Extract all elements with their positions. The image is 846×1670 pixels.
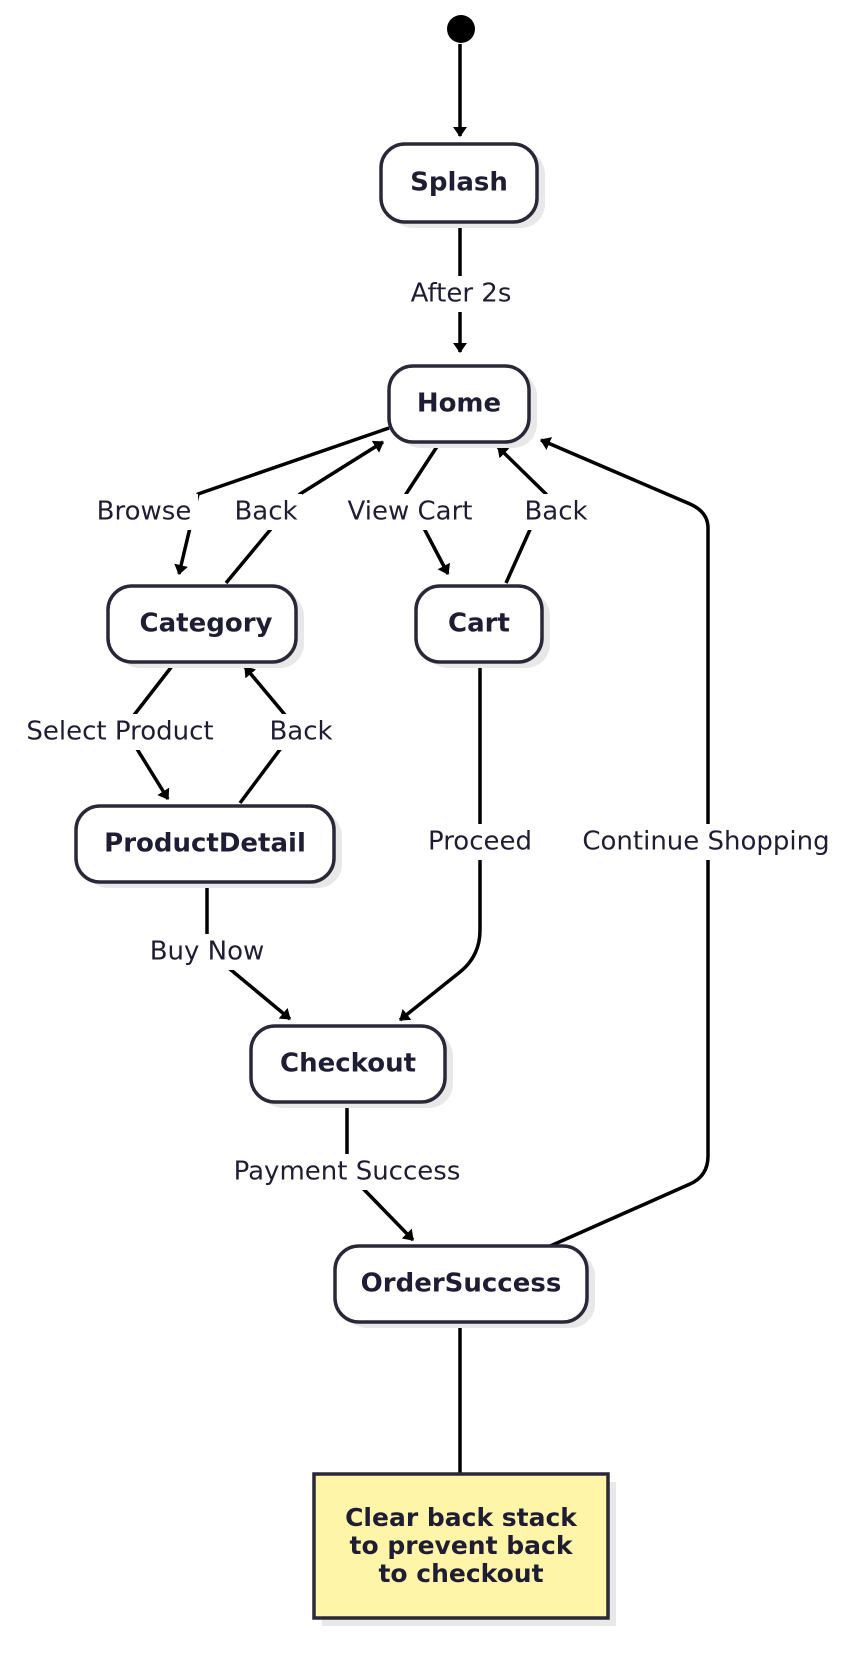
- edge-label-proceed: Proceed: [420, 824, 542, 860]
- edge-label-browse-text: Browse: [97, 497, 192, 527]
- edge-label-after-2s-text: After 2s: [411, 279, 512, 309]
- state-checkout: Checkout: [249, 1024, 453, 1108]
- state-splash: Splash: [379, 142, 545, 228]
- state-cart-label: Cart: [448, 609, 510, 639]
- edge-label-select-product: Select Product: [14, 714, 228, 750]
- state-cart: Cart: [414, 584, 550, 668]
- edge-label-browse: Browse: [90, 494, 198, 530]
- edge-label-buy-now: Buy Now: [144, 934, 270, 970]
- edge-label-continue-shopping-text: Continue Shopping: [582, 827, 829, 857]
- state-checkout-label: Checkout: [280, 1049, 416, 1079]
- edge-label-select-product-text: Select Product: [26, 717, 213, 747]
- edge-label-payment-success-text: Payment Success: [234, 1157, 461, 1187]
- edge-label-continue-shopping: Continue Shopping: [572, 824, 842, 860]
- edge-cart-to-checkout: [398, 661, 482, 1022]
- edge-label-cart-back-text: Back: [524, 497, 587, 527]
- note-line-2: to prevent back: [350, 1531, 574, 1560]
- start-node: [447, 15, 475, 43]
- edge-label-cart-back: Back: [520, 494, 592, 530]
- edge-label-after-2s: After 2s: [402, 276, 520, 312]
- edge-label-category-back-text: Back: [234, 497, 297, 527]
- state-home: Home: [387, 364, 537, 448]
- note-clear-back-stack: Clear back stack to prevent back to chec…: [312, 1472, 616, 1626]
- edge-label-view-cart: View Cart: [338, 494, 482, 530]
- state-ordersuccess-label: OrderSuccess: [361, 1269, 562, 1299]
- state-category: Category: [106, 584, 304, 668]
- edge-label-product-back: Back: [265, 714, 337, 750]
- note-line-3: to checkout: [378, 1559, 543, 1588]
- edge-label-category-back: Back: [230, 494, 302, 530]
- state-home-label: Home: [417, 389, 501, 419]
- edge-label-buy-now-text: Buy Now: [150, 937, 265, 967]
- edge-label-product-back-text: Back: [269, 717, 332, 747]
- state-category-label: Category: [140, 609, 273, 639]
- note-line-1: Clear back stack: [345, 1503, 578, 1532]
- state-productdetail-label: ProductDetail: [104, 829, 306, 859]
- edge-label-payment-success: Payment Success: [224, 1154, 470, 1190]
- state-ordersuccess: OrderSuccess: [333, 1244, 595, 1328]
- edge-label-view-cart-text: View Cart: [348, 497, 473, 527]
- state-productdetail: ProductDetail: [74, 804, 342, 888]
- edge-label-proceed-text: Proceed: [428, 827, 532, 857]
- state-splash-label: Splash: [410, 168, 508, 198]
